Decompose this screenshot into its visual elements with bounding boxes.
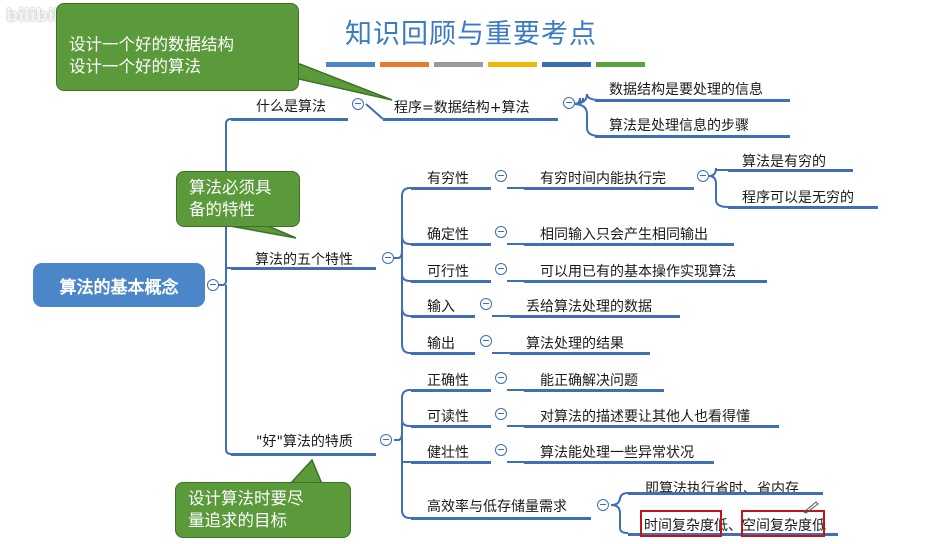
collapse-toggle-correctness[interactable]: [495, 372, 507, 384]
node-good-algorithm[interactable]: "好"算法的特质: [256, 434, 353, 450]
callout-bottom-line-2: 量追求的目标: [188, 511, 287, 530]
node-what-is-algorithm[interactable]: 什么是算法: [256, 99, 326, 115]
node-underline: [411, 243, 491, 246]
stripe-5: [542, 62, 591, 67]
node-input[interactable]: 输入: [427, 299, 455, 315]
node-underline: [728, 169, 853, 172]
space-complexity-highlight-box: [741, 510, 825, 537]
node-complexity-line[interactable]: 时间复杂度低、空间复杂度低: [644, 515, 826, 535]
node-feasibility-desc[interactable]: 可以用已有的基本操作实现算法: [540, 264, 736, 280]
collapse-toggle-finiteness-desc[interactable]: [697, 170, 709, 182]
node-five-characteristics[interactable]: 算法的五个特性: [255, 252, 353, 268]
collapse-toggle-finiteness[interactable]: [495, 170, 507, 182]
space-complexity-text: 空间复杂度: [742, 518, 812, 534]
collapse-toggle-efficiency[interactable]: [597, 499, 609, 511]
node-correctness-desc[interactable]: 能正确解决问题: [540, 373, 638, 389]
node-underline: [510, 315, 680, 318]
node-underline: [231, 453, 376, 456]
node-underline: [524, 187, 694, 190]
node-underline: [231, 118, 348, 121]
callout-middle-line-2: 备的特性: [189, 200, 255, 219]
collapse-toggle-good[interactable]: [380, 434, 392, 446]
callout-top-line-2: 设计一个好的算法: [69, 57, 201, 76]
bilibili-watermark: bilibili: [6, 6, 66, 26]
callout-bottom: 设计算法时要尽 量追求的目标: [175, 482, 351, 538]
node-readability[interactable]: 可读性: [427, 409, 469, 425]
node-underline: [510, 352, 650, 355]
time-complexity-highlight-box: [640, 510, 722, 537]
stripe-2: [380, 62, 429, 67]
node-algorithm-finite[interactable]: 算法是有穷的: [742, 154, 826, 170]
node-underline: [411, 280, 491, 283]
node-underline: [628, 533, 838, 536]
callout-middle-pointer: [229, 225, 297, 239]
node-underline: [524, 243, 734, 246]
callout-middle: 算法必须具 备的特性: [176, 171, 300, 227]
node-output-desc[interactable]: 算法处理的结果: [526, 336, 624, 352]
node-underline: [524, 280, 767, 283]
callout-middle-line-1: 算法必须具: [189, 178, 272, 197]
node-underline: [524, 461, 714, 464]
collapse-toggle-determinism[interactable]: [495, 226, 507, 238]
callout-bottom-line-1: 设计算法时要尽: [188, 489, 304, 508]
node-program-infinite[interactable]: 程序可以是无穷的: [742, 190, 854, 206]
stripe-6: [596, 62, 645, 67]
node-finiteness-desc[interactable]: 有穷时间内能执行完: [540, 171, 666, 187]
node-output[interactable]: 输出: [427, 336, 455, 352]
node-underline: [411, 461, 491, 464]
stripe-3: [434, 62, 483, 67]
node-efficiency[interactable]: 高效率与低存储量需求: [427, 499, 567, 515]
node-underline: [728, 206, 878, 209]
collapse-toggle-program[interactable]: [563, 97, 575, 109]
collapse-toggle-readability[interactable]: [495, 408, 507, 420]
node-readability-desc[interactable]: 对算法的描述要让其他人也看得懂: [540, 409, 750, 425]
node-robustness[interactable]: 健壮性: [427, 445, 469, 461]
callout-top-line-1: 设计一个好的数据结构: [69, 35, 234, 54]
node-input-desc[interactable]: 丢给算法处理的数据: [526, 299, 652, 315]
node-algorithm-steps[interactable]: 算法是处理信息的步骤: [609, 118, 749, 134]
node-underline: [411, 517, 591, 520]
node-underline: [411, 425, 491, 428]
node-underline: [595, 99, 790, 102]
node-underline: [411, 315, 475, 318]
callout-bottom-pointer: [288, 458, 324, 485]
time-complexity-text: 时间复杂度: [644, 518, 714, 534]
node-data-structure-info[interactable]: 数据结构是要处理的信息: [609, 82, 763, 98]
pen-cursor-icon: [803, 501, 819, 514]
collapse-toggle-input[interactable]: [480, 298, 492, 310]
node-determinism[interactable]: 确定性: [427, 227, 469, 243]
collapse-toggle-robustness[interactable]: [495, 444, 507, 456]
node-underline: [524, 425, 779, 428]
node-determinism-desc[interactable]: 相同输入只会产生相同输出: [540, 227, 708, 243]
node-underline: [595, 135, 790, 138]
node-feasibility[interactable]: 可行性: [427, 264, 469, 280]
low-text: 低: [812, 518, 826, 534]
stripe-4: [488, 62, 537, 67]
collapse-toggle-feasibility[interactable]: [495, 263, 507, 275]
node-underline: [411, 389, 491, 392]
node-finiteness[interactable]: 有穷性: [427, 171, 469, 187]
node-underline: [628, 492, 823, 495]
node-underline: [383, 118, 558, 121]
node-underline: [524, 389, 664, 392]
node-underline: [231, 267, 376, 270]
collapse-toggle-root[interactable]: [207, 279, 219, 291]
collapse-toggle-what[interactable]: [352, 98, 364, 110]
collapse-toggle-output[interactable]: [480, 335, 492, 347]
stripe-1: [326, 62, 375, 67]
node-underline: [411, 352, 475, 355]
node-correctness[interactable]: 正确性: [427, 373, 469, 389]
node-robustness-desc[interactable]: 算法能处理一些异常状况: [540, 445, 694, 461]
callout-top: 设计一个好的数据结构 设计一个好的算法: [56, 3, 299, 91]
collapse-toggle-five[interactable]: [382, 252, 394, 264]
node-underline: [411, 187, 491, 190]
node-program-definition[interactable]: 程序=数据结构+算法: [394, 100, 530, 116]
page-title: 知识回顾与重要考点: [345, 19, 597, 50]
root-node[interactable]: 算法的基本概念: [33, 263, 205, 307]
